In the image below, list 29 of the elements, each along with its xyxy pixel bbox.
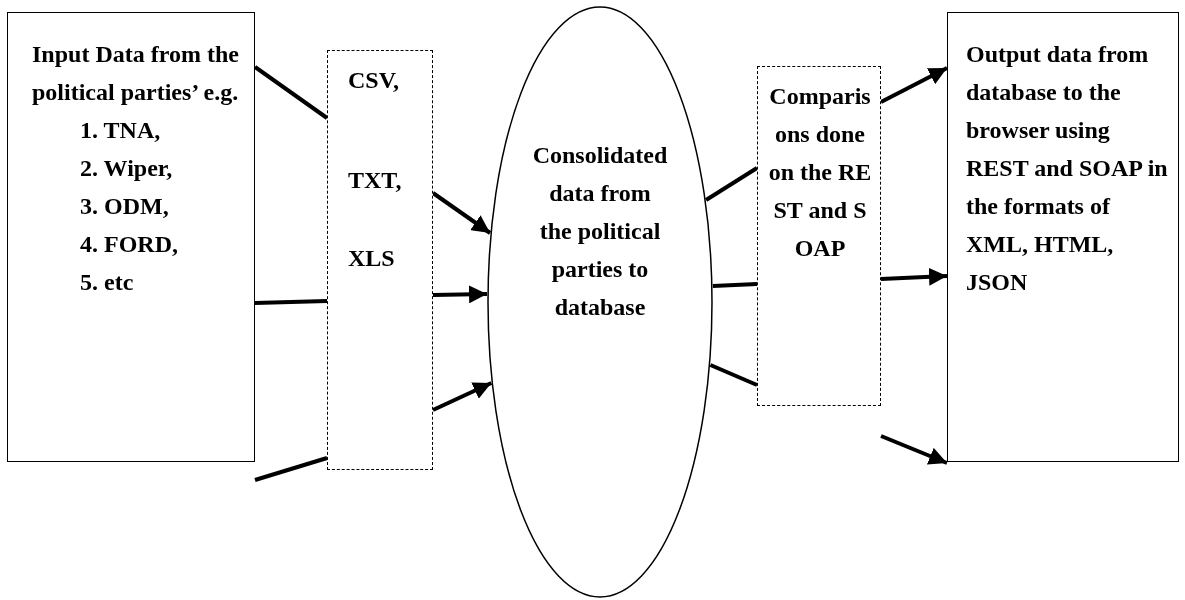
- connector-line: [253, 65, 329, 120]
- arrow: [880, 267, 948, 286]
- input-box: [7, 12, 255, 462]
- arrow: [432, 285, 488, 304]
- list-item: 3. ODM,: [79, 192, 170, 221]
- connector-line: [254, 456, 328, 482]
- box-text: Output data from database to the browser using REST and SOAP in the formats of XML, HTML, JSON: [966, 40, 1169, 297]
- box-text: Comparisons done on the REST and SOAP: [768, 82, 872, 263]
- arrow: [880, 434, 948, 465]
- connector-line: [705, 166, 759, 202]
- box-heading: Input Data from the political parties’ e.g.: [32, 40, 240, 107]
- arrow: [880, 66, 948, 104]
- arrow: [432, 381, 493, 412]
- connector-line: [254, 299, 328, 305]
- format-box: [327, 50, 433, 470]
- list-item: 4. FORD,: [79, 230, 179, 259]
- database-ellipse: [487, 6, 713, 598]
- output-box: [947, 12, 1179, 462]
- comparison-box: [757, 66, 881, 406]
- list-item: 5. etc: [79, 268, 135, 297]
- format-label: TXT,: [348, 166, 403, 195]
- arrow: [431, 191, 492, 235]
- list-item: 1. TNA,: [79, 116, 162, 145]
- box-text: Consolidated data from the political parties to database: [532, 141, 668, 322]
- connector-line: [712, 282, 758, 288]
- format-label: XLS: [348, 244, 396, 273]
- format-label: CSV,: [348, 66, 400, 95]
- list-item: 2. Wiper,: [79, 154, 174, 183]
- connector-line: [709, 363, 758, 387]
